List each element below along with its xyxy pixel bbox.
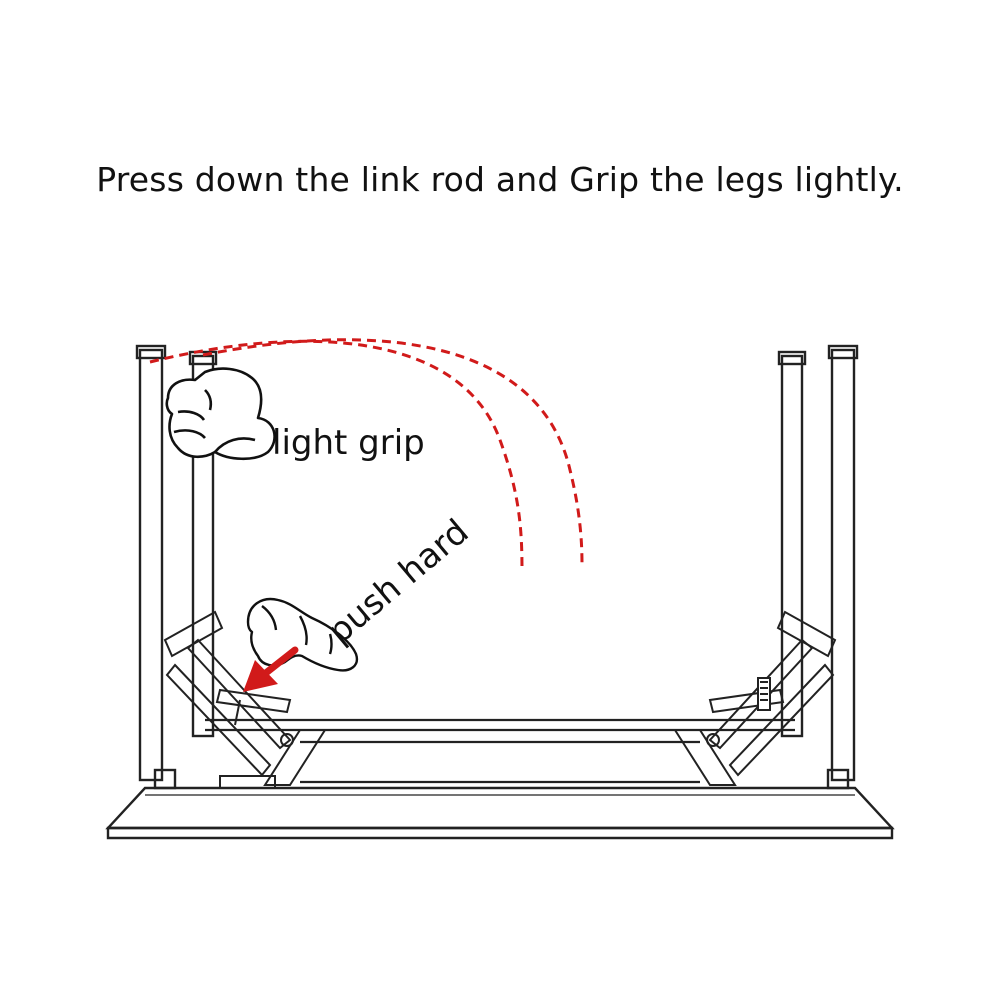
- right-link-mechanism: [673, 610, 837, 786]
- push-label: push hard: [320, 512, 476, 652]
- push-arrow-icon: [243, 646, 299, 692]
- instruction-title: Press down the link rod and Grip the leg…: [96, 160, 904, 199]
- table-top: [105, 786, 895, 840]
- right-legs: [777, 344, 859, 790]
- left-link-mechanism: [163, 610, 327, 789]
- left-legs: [135, 344, 218, 790]
- grip-label: light grip: [272, 423, 425, 463]
- frame-rails: [205, 718, 795, 784]
- fold-motion-arcs: [149, 338, 584, 573]
- finger-push-icon: [246, 597, 359, 672]
- hand-grip-icon: [165, 367, 276, 461]
